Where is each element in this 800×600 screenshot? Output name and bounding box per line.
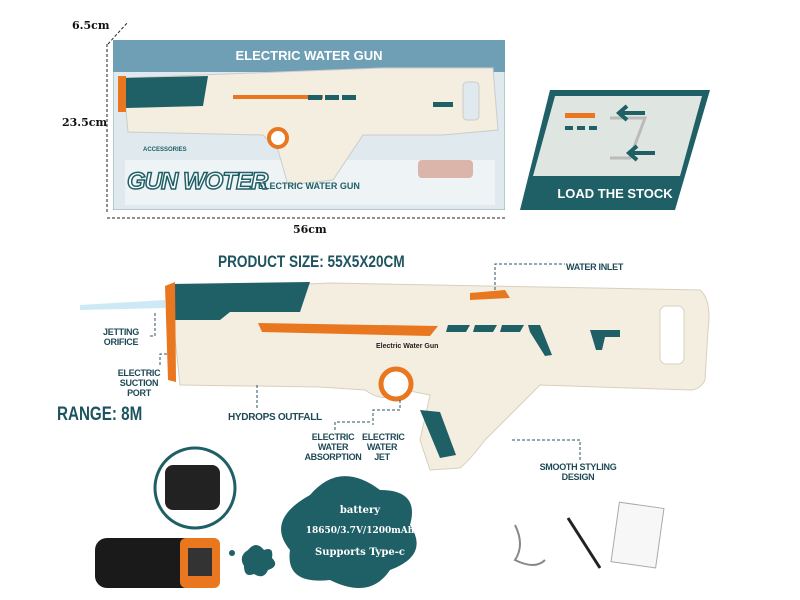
battery-label: battery [339,505,381,516]
callout-jetting-orifice: JETTING ORIFICE [103,327,139,347]
height-dimension: 23.5cm [62,116,108,129]
load-stock-drawing [520,90,710,210]
package-title: ELECTRIC WATER GUN [235,48,383,63]
load-stock-label: LOAD THE STOCK [557,186,673,201]
gun-label: Electric Water Gun [376,343,439,350]
depth-dimension: 6.5cm [72,19,110,32]
callout-water-jet: ELECTRIC WATER JET [362,432,405,462]
callout-water-inlet: WATER INLET [566,262,624,272]
callout-hydrops-outfall: HYDROPS OUTFALL [228,412,322,423]
width-dimension: 56cm [293,223,327,236]
callout-smooth-styling: SMOOTH STYLING DESIGN [539,462,617,482]
package-subtitle: ELECTRIC WATER GUN [258,181,360,191]
callout-water-absorption: ELECTRIC WATER ABSORPTION [304,432,362,462]
battery-charging: Supports Type-c [315,547,405,558]
range-label: RANGE: 8M [57,404,143,425]
product-size: PRODUCT SIZE: 55X5X20CM [218,252,405,271]
brand-logo: GUN WOTER [126,167,269,196]
package-box-drawing [113,40,505,210]
package-box: ELECTRIC WATER GUN ACCESSORIES GUN WOTER… [113,40,505,210]
battery-spec: 18650/3.7V/1200mAh [305,526,415,536]
battery-info: battery 18650/3.7V/1200mAh Supports Type… [300,500,420,563]
load-stock-panel: LOAD THE STOCK [515,88,715,213]
callout-suction-port: ELECTRIC SUCTION PORT [117,368,161,398]
accessories-label: ACCESSORIES [143,147,187,153]
